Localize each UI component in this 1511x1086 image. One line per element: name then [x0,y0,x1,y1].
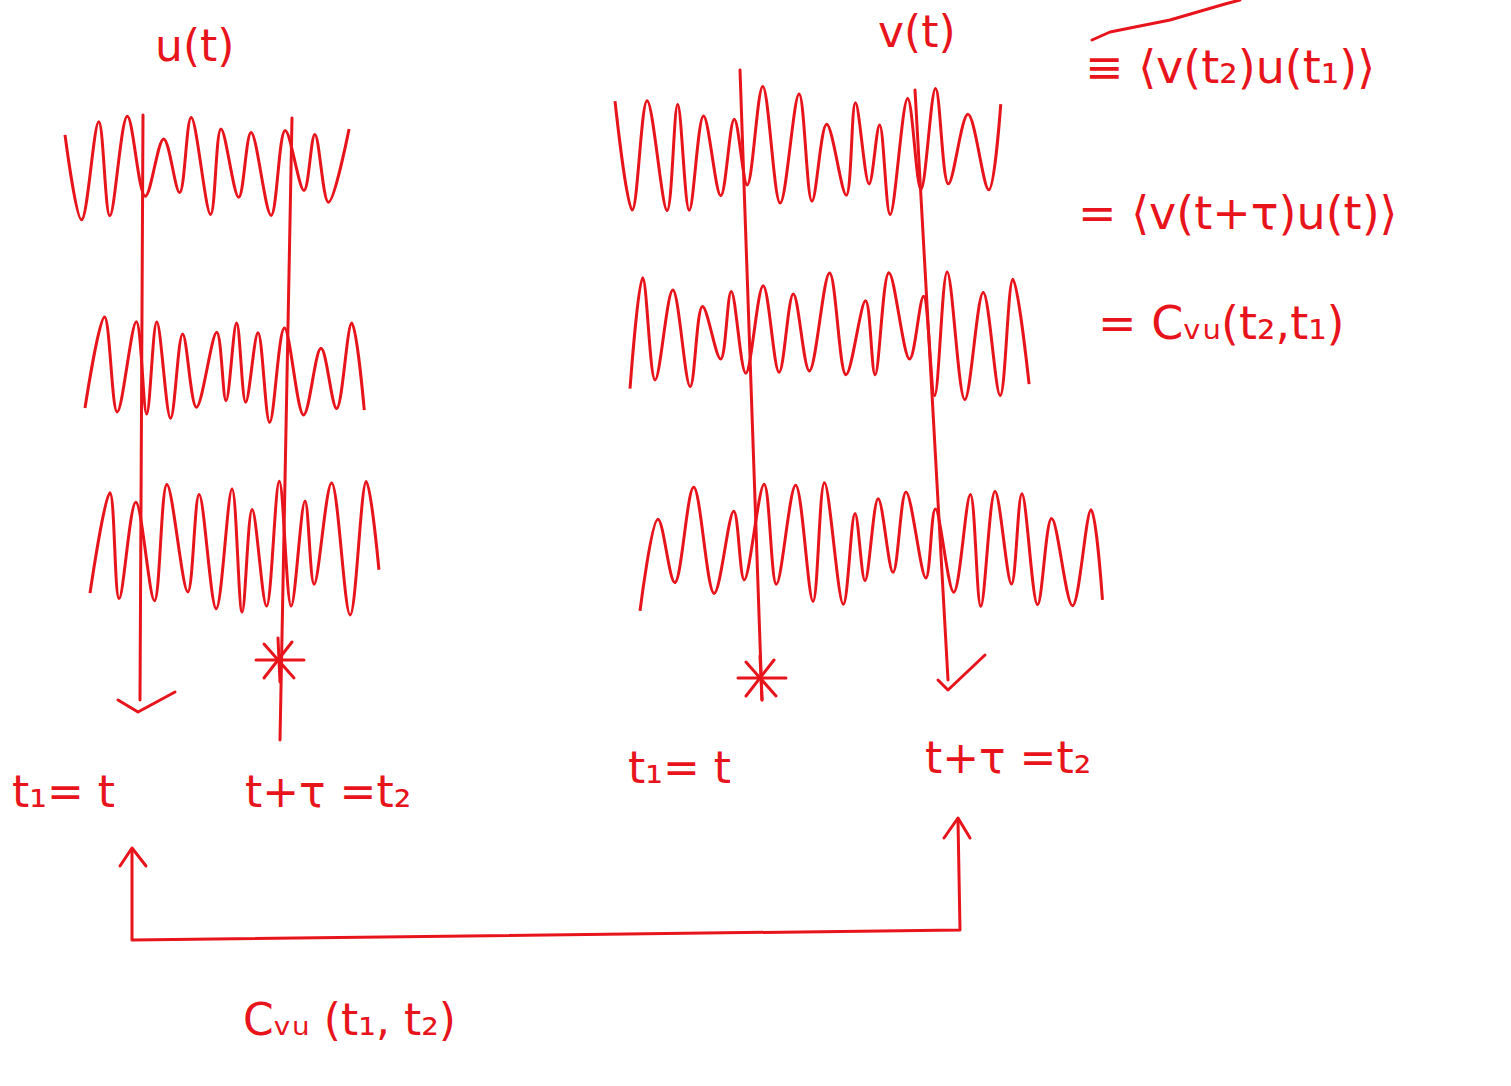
bracket-line [132,820,960,940]
random-signal [640,483,1102,611]
asterisk-mark [278,638,280,682]
formula-label: = ⟨v(t+τ)u(t)⟩ [1078,188,1398,239]
sample-line [140,115,143,700]
random-signal [615,86,1001,214]
random-signal [65,116,349,220]
check-mark [938,655,985,690]
pointer-stroke [1092,0,1240,40]
formula-label: ≡ ⟨v(t₂)u(t₁)⟩ [1085,42,1375,93]
formula-label: = Cᵥᵤ(t₂,t₁) [1098,298,1345,349]
asterisk-mark [760,656,762,700]
random-signal [85,317,364,422]
formula-label: t+τ =t₂ [245,768,411,816]
formula-label: u(t) [155,22,234,70]
sample-line [740,70,762,700]
arrow-head [120,848,146,866]
formula-label: Cᵥᵤ (t₁, t₂) [243,996,456,1044]
formula-label: t₁= t [12,768,115,816]
formula-label: t+τ =t₂ [925,734,1091,782]
formula-label: v(t) [878,8,956,56]
formula-label: t₁= t [628,744,731,792]
check-mark [118,692,175,712]
arrow-head [944,818,970,838]
random-signal [90,481,379,615]
sample-line [915,90,948,680]
random-signal [630,272,1029,400]
